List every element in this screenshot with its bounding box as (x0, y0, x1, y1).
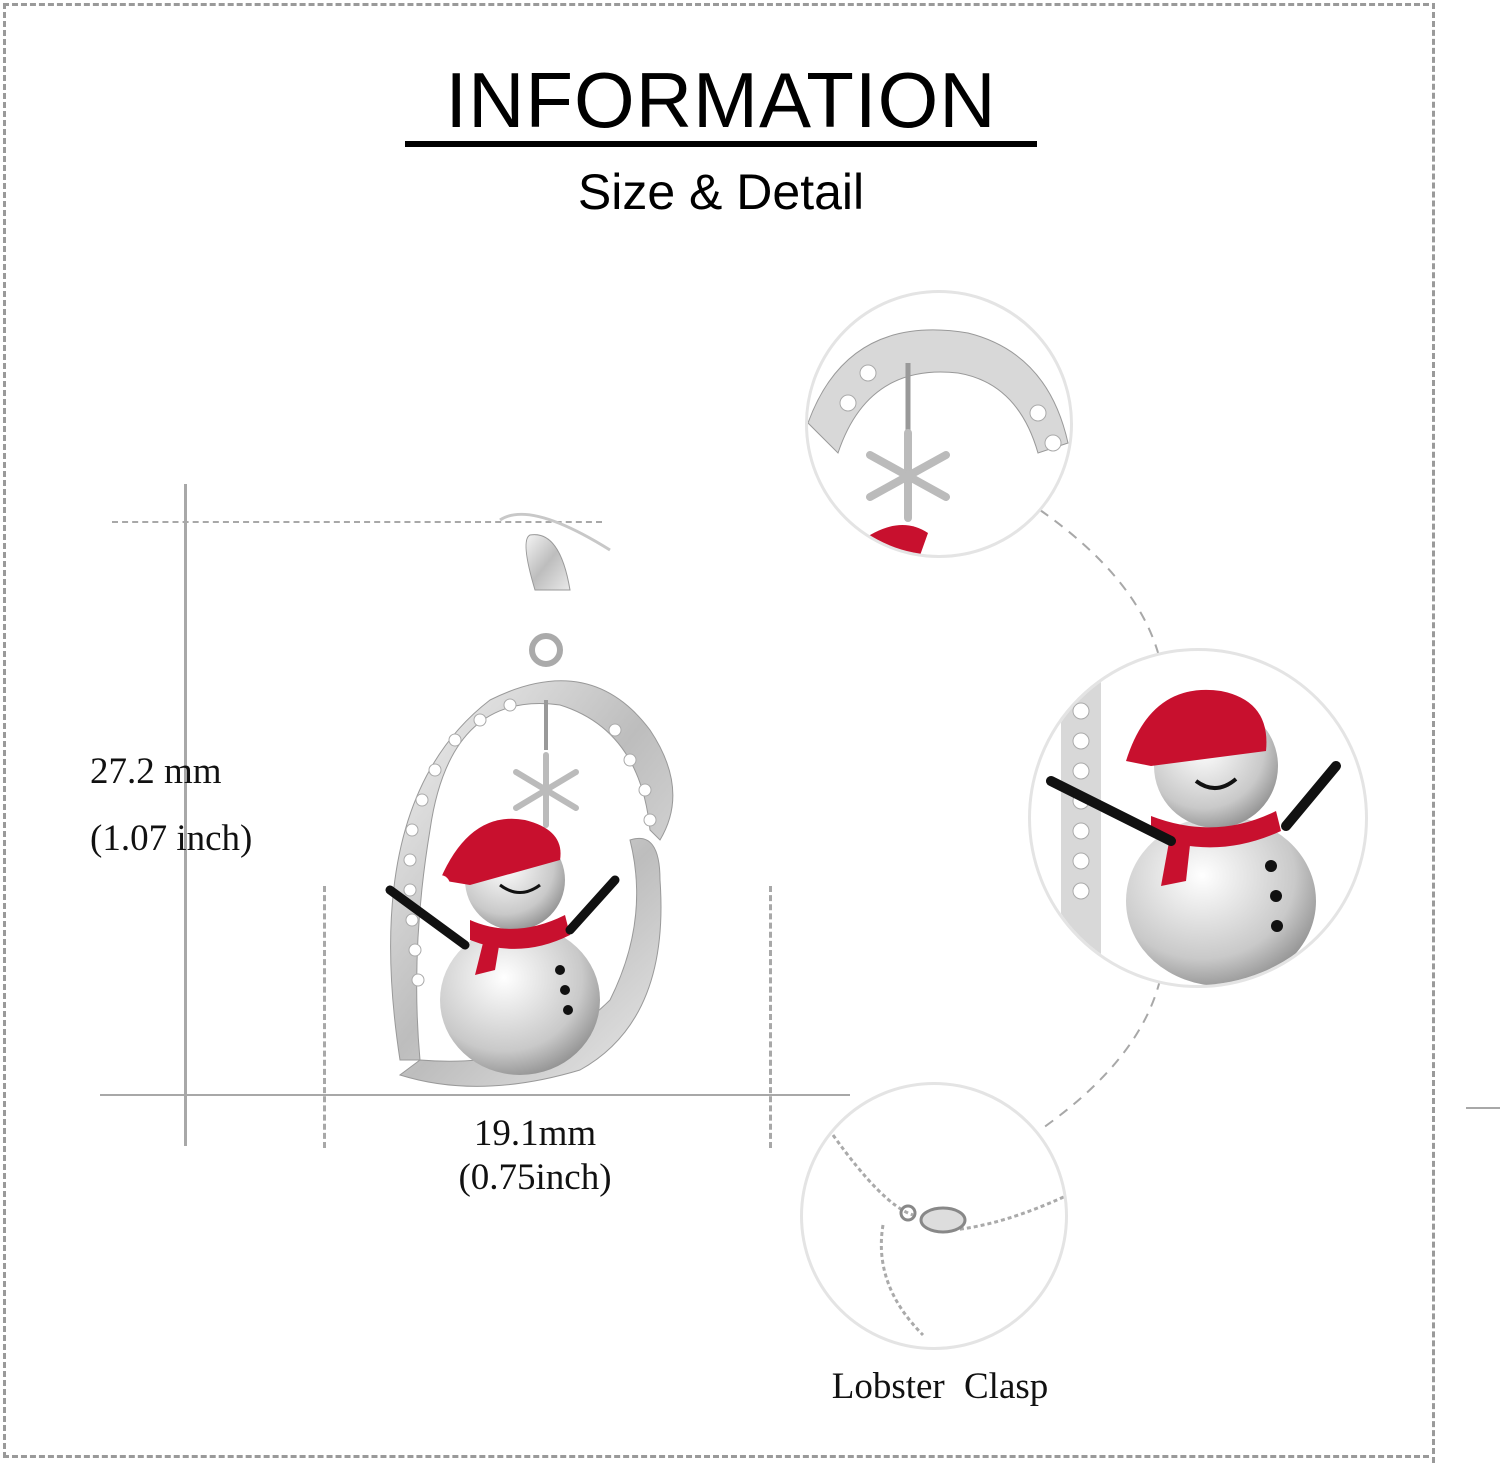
height-mm-label: 27.2 mm (90, 751, 222, 792)
top-guide-dashed (112, 521, 602, 523)
lobster-clasp-label: Lobster Clasp (831, 1366, 1049, 1407)
lobster-clasp-closeup-circle (800, 1082, 1068, 1350)
bottom-guide-line (100, 1094, 850, 1096)
height-guide-line (184, 484, 187, 1146)
snowman-closeup-circle (1028, 648, 1368, 988)
right-width-guide (769, 886, 772, 1148)
height-inch-label: (1.07 inch) (90, 818, 253, 859)
title-underline (405, 141, 1037, 147)
callout-connector-lines (1039, 509, 1161, 1131)
width-label: 19.1mm (0.75inch) (420, 1112, 650, 1200)
left-width-guide (323, 886, 326, 1148)
page-title: INFORMATION (445, 56, 997, 144)
dashed-border-frame (3, 3, 1429, 1458)
snowflake-closeup-circle (805, 290, 1073, 558)
page-subtitle: Size & Detail (577, 164, 865, 220)
dashed-border-right (1432, 3, 1435, 1463)
width-mm-label: 19.1mm (473, 1113, 597, 1154)
heart-snowman-pendant-image (385, 512, 674, 1087)
right-edge-tick (1466, 1107, 1500, 1109)
width-inch-label: (0.75inch) (458, 1157, 612, 1198)
